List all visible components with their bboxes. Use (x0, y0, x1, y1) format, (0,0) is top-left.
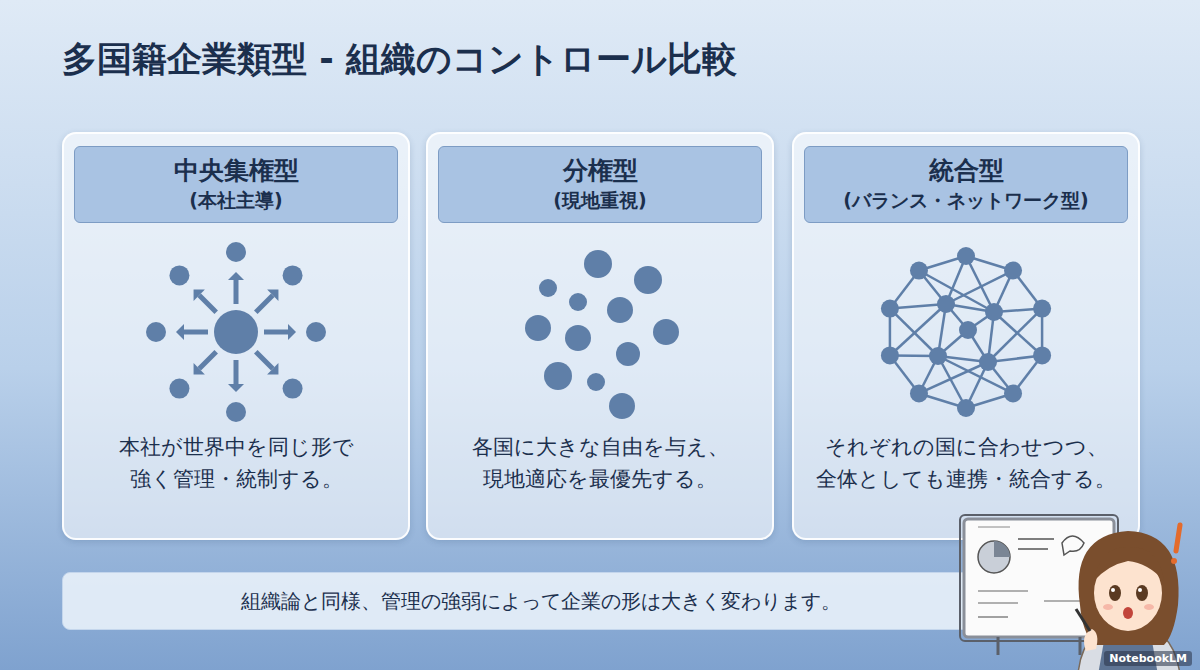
type-subtitle: (バランス・ネットワーク型) (811, 188, 1121, 214)
type-header: 中央集権型(本社主導) (74, 146, 398, 223)
watermark: NotebookLM (1104, 651, 1192, 666)
type-subtitle: (本社主導) (81, 188, 391, 214)
type-panel: 本社が世界中を同じ形で 強く管理・統制する。 中央集権型(本社主導) (62, 132, 410, 540)
slide-title: 多国籍企業類型 - 組織のコントロール比較 (62, 36, 737, 83)
type-name: 分権型 (445, 155, 755, 188)
type-header: 統合型(バランス・ネットワーク型) (804, 146, 1128, 223)
presenter-illustration (958, 505, 1198, 670)
type-subtitle: (現地重視) (445, 188, 755, 214)
type-description: 各国に大きな自由を与え、 現地適応を最優先する。 (436, 432, 764, 495)
type-header: 分権型(現地重視) (438, 146, 762, 223)
type-panel: それぞれの国に合わせつつ、 全体としても連携・統合する。 統合型(バランス・ネット… (792, 132, 1140, 540)
type-description: それぞれの国に合わせつつ、 全体としても連携・統合する。 (802, 432, 1130, 495)
type-description: 本社が世界中を同じ形で 強く管理・統制する。 (72, 432, 400, 495)
type-panel: 各国に大きな自由を与え、 現地適応を最優先する。 分権型(現地重視) (426, 132, 774, 540)
type-name: 中央集権型 (81, 155, 391, 188)
type-name: 統合型 (811, 155, 1121, 188)
